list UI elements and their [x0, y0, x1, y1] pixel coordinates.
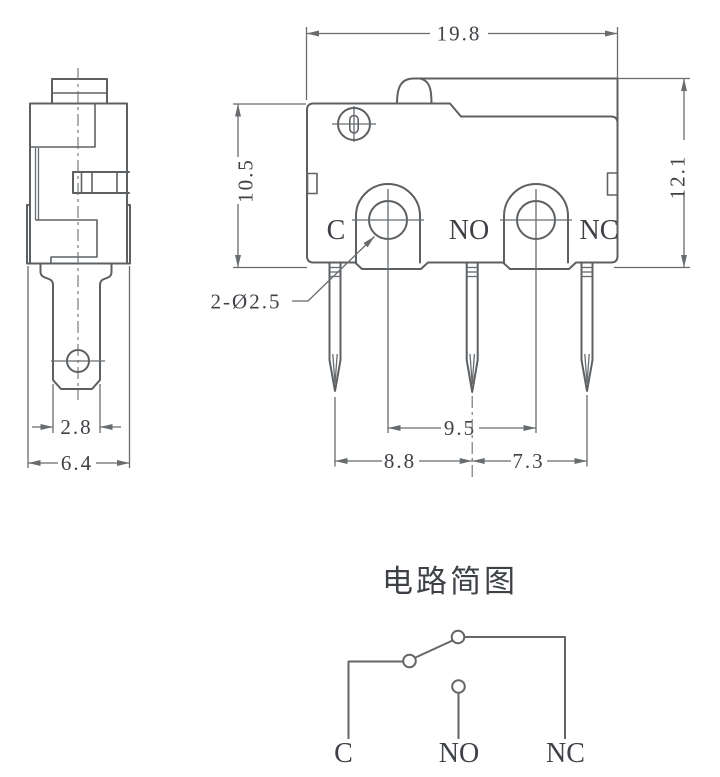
circuit-label-no: NO	[439, 738, 479, 769]
circuit-wire-nc	[464, 636, 566, 739]
side-body-upper	[29, 102, 128, 206]
terminal-label-nc: NC	[580, 215, 619, 246]
dimension-overall-width: 19.8	[305, 22, 619, 100]
dimension-hole-spacing: 9.5	[388, 416, 536, 440]
circuit-label-nc: NC	[546, 738, 585, 769]
front-left-notch	[306, 172, 318, 195]
circuit-label-c: C	[334, 738, 353, 769]
front-view-dimensions: 19.8 10.5 12.1 2-Ø2.5 9.5	[211, 22, 690, 478]
terminal-label-c: C	[327, 215, 346, 246]
overall-width-value: 19.8	[437, 22, 482, 46]
front-lever-arm	[396, 77, 619, 105]
dimension-body-height: 10.5	[233, 103, 307, 269]
dimension-pin-pitch-left: 8.8	[335, 449, 473, 473]
circuit-switch-arm	[415, 639, 453, 659]
circuit-wire-c	[347, 660, 403, 739]
side-plunger	[51, 78, 108, 105]
pin-pitch-right-value: 7.3	[512, 449, 544, 473]
front-screw-hole	[332, 106, 376, 142]
side-inner-step-top	[30, 103, 96, 148]
side-view: 2.8 6.4	[26, 68, 131, 475]
dimension-pin-pitch-right: 7.3	[472, 449, 587, 473]
dimension-blade-width: 2.8	[32, 384, 121, 439]
front-right-notch	[606, 172, 619, 196]
circuit-contact-no	[451, 679, 466, 694]
hole-callout-value: 2-Ø2.5	[211, 290, 282, 314]
overall-height-value: 12.1	[666, 155, 690, 200]
front-pin-c	[328, 261, 342, 392]
dimension-overall-height: 12.1	[614, 77, 690, 269]
circuit-diagram: 电路简图 C NO NC	[334, 564, 585, 769]
body-height-value: 10.5	[234, 158, 258, 203]
base-width-value: 6.4	[61, 451, 93, 475]
dimension-hole-callout: 2-Ø2.5	[211, 236, 375, 314]
front-pin-nc	[580, 261, 594, 392]
dimension-base-width: 6.4	[27, 266, 131, 475]
hole-spacing-value: 9.5	[444, 416, 476, 440]
front-lever-dome	[420, 77, 433, 105]
front-boss-right	[500, 183, 572, 433]
side-tab	[72, 171, 128, 194]
circuit-title: 电路简图	[382, 564, 518, 599]
front-boss-left	[352, 183, 424, 433]
terminal-label-no: NO	[449, 215, 489, 246]
circuit-contact-nc	[450, 629, 466, 645]
front-view: C NO NC	[306, 77, 619, 433]
side-inner-step-bottom	[35, 219, 98, 264]
blade-width-value: 2.8	[60, 415, 92, 439]
circuit-contact-c	[402, 653, 417, 669]
front-pin-no	[465, 261, 479, 393]
pin-pitch-left-value: 8.8	[384, 449, 416, 473]
side-terminal-blade	[39, 262, 113, 390]
